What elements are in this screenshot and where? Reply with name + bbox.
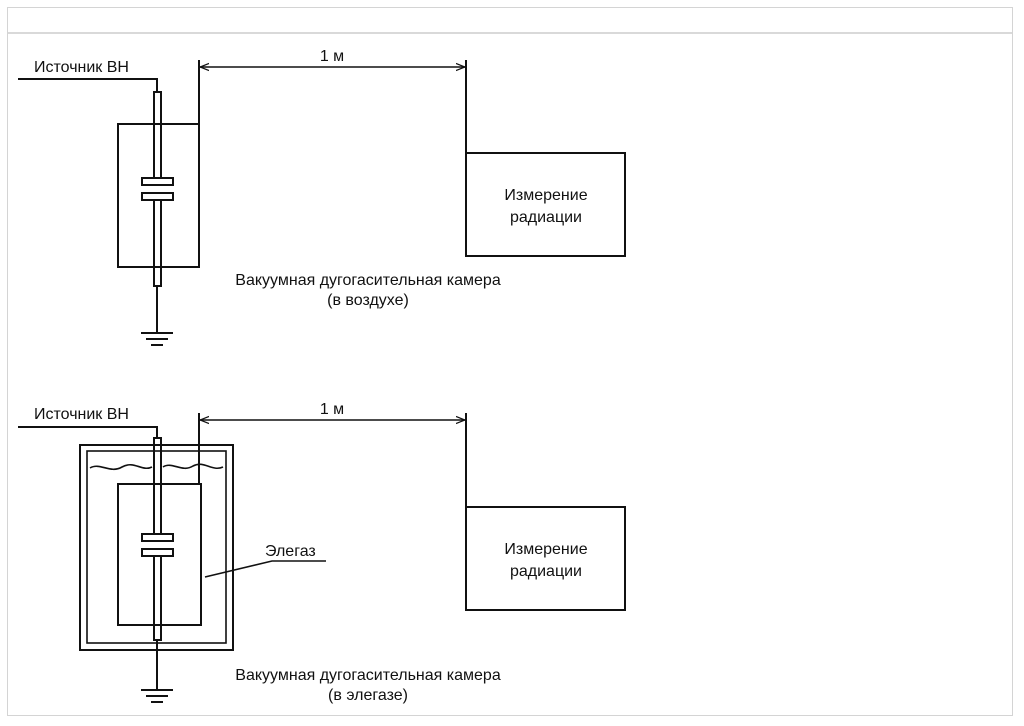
gas-label: Элегаз	[265, 543, 316, 560]
chamber-rod-lower	[153, 199, 162, 287]
chamber-label-line2: (в элегазе)	[328, 687, 408, 704]
radiation-measurement-box-sf6	[465, 506, 626, 611]
ground-icon	[141, 332, 173, 346]
sf6-tank-inner	[86, 450, 227, 644]
vacuum-chamber-air	[117, 123, 200, 268]
figure-frame	[7, 7, 1013, 716]
measure-label-line2: радиации	[510, 563, 582, 580]
chamber-label-line2: (в воздухе)	[327, 292, 409, 309]
distance-label: 1 м	[320, 401, 344, 418]
gas-leader-line	[204, 560, 326, 578]
contact-upper	[141, 533, 174, 542]
radiation-measurement-box-air	[465, 152, 626, 257]
chamber-rod-upper	[153, 437, 162, 535]
hv-source-lead	[18, 426, 158, 438]
distance-label: 1 м	[320, 48, 344, 65]
measure-label-line1: Измерение	[504, 541, 587, 558]
figure-header-strip	[8, 8, 1012, 34]
measure-label-line2: радиации	[510, 209, 582, 226]
measure-label-line1: Измерение	[504, 187, 587, 204]
vacuum-chamber-sf6	[117, 483, 202, 626]
hv-source-lead	[18, 78, 158, 92]
diagram-sf6	[18, 413, 626, 703]
chamber-label-line1: Вакуумная дугогасительная камера	[235, 667, 501, 684]
chamber-label-line1: Вакуумная дугогасительная камера	[235, 272, 501, 289]
chamber-rod-lower	[153, 555, 162, 641]
contact-upper	[141, 177, 174, 186]
chamber-rod-upper	[153, 91, 162, 179]
diagram-air	[18, 60, 626, 346]
hv-source-label: Источник ВН	[34, 406, 129, 423]
contact-lower	[141, 192, 174, 201]
hv-source-label: Источник ВН	[34, 59, 129, 76]
contact-lower	[141, 548, 174, 557]
sf6-tank-outer	[79, 444, 234, 651]
ground-icon	[141, 689, 173, 703]
gas-level-wave	[89, 463, 224, 471]
